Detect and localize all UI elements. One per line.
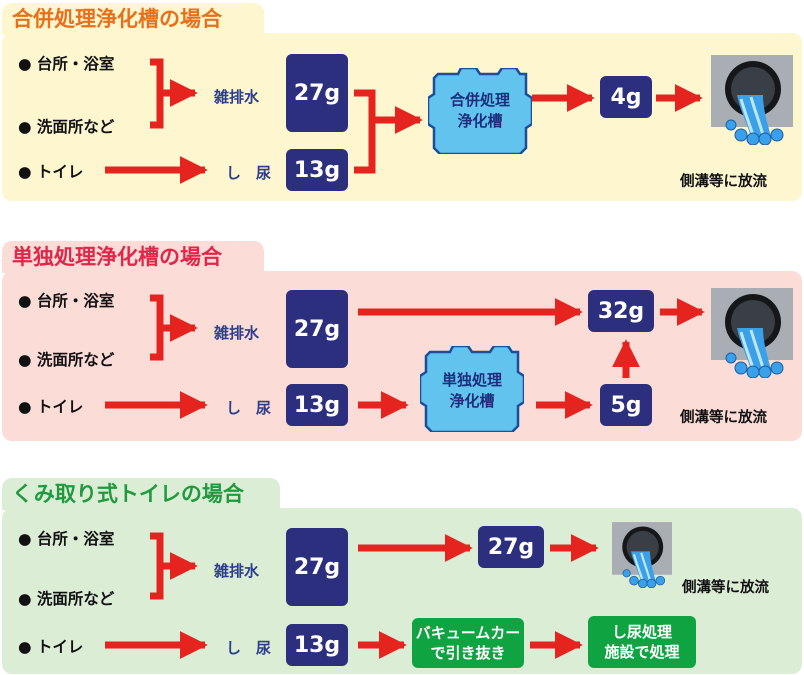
label-grey-water: 雑排水 bbox=[214, 562, 260, 580]
source-toilet: ● トイレ bbox=[18, 638, 84, 656]
label-night-soil: し 尿 bbox=[226, 164, 272, 182]
label-grey-water: 雑排水 bbox=[214, 88, 260, 106]
tank-line2: 浄化槽 bbox=[457, 112, 503, 130]
drain-pipe-icon bbox=[711, 288, 793, 378]
tank-line1: 合併処理 bbox=[449, 91, 510, 109]
amount-grey-box: 27g bbox=[286, 54, 348, 132]
amount-night-box: 13g bbox=[286, 384, 348, 426]
septic-tank-icon: 単独処理 浄化槽 bbox=[420, 346, 524, 432]
source-kitchen: ● 台所・浴室 bbox=[18, 530, 115, 548]
source-wash: ● 洗面所など bbox=[18, 118, 115, 136]
source-wash: ● 洗面所など bbox=[18, 351, 115, 369]
drain-pipe-icon bbox=[612, 522, 672, 588]
amount-out-box: 27g bbox=[478, 526, 544, 568]
label-grey-water: 雑排水 bbox=[214, 324, 260, 342]
tank-line1: 単独処理 bbox=[441, 371, 502, 389]
output-label: 側溝等に放流 bbox=[682, 580, 769, 596]
section2-tab: 単独処理浄化槽の場合 bbox=[2, 241, 264, 273]
source-kitchen: ● 台所・浴室 bbox=[18, 55, 115, 73]
output-label: 側溝等に放流 bbox=[680, 410, 767, 426]
amount-grey-box: 27g bbox=[286, 290, 348, 368]
output-label: 側溝等に放流 bbox=[680, 174, 767, 190]
source-kitchen: ● 台所・浴室 bbox=[18, 292, 115, 310]
source-wash: ● 洗面所など bbox=[18, 590, 115, 608]
amount-grey-box: 27g bbox=[286, 528, 348, 606]
amount-night-box: 13g bbox=[286, 624, 348, 666]
drain-pipe-icon bbox=[711, 55, 793, 145]
vacuum-truck-box: バキュームカー で引き抜き bbox=[412, 618, 524, 668]
tank-line2: 浄化槽 bbox=[449, 392, 495, 410]
amount-treated-box: 5g bbox=[600, 384, 652, 426]
label-night-soil: し 尿 bbox=[226, 639, 272, 657]
treatment-facility-box: し尿処理 施設で処理 bbox=[588, 616, 696, 668]
septic-tank-icon: 合併処理 浄化槽 bbox=[428, 68, 532, 154]
amount-night-box: 13g bbox=[286, 149, 348, 191]
amount-out-box: 4g bbox=[600, 76, 652, 118]
label-night-soil: し 尿 bbox=[226, 399, 272, 417]
section1-tab: 合併処理浄化槽の場合 bbox=[2, 3, 264, 35]
source-toilet: ● トイレ bbox=[18, 398, 84, 416]
source-toilet: ● トイレ bbox=[18, 163, 84, 181]
amount-total-box: 32g bbox=[588, 290, 654, 332]
section3-tab: くみ取り式トイレの場合 bbox=[2, 478, 280, 510]
